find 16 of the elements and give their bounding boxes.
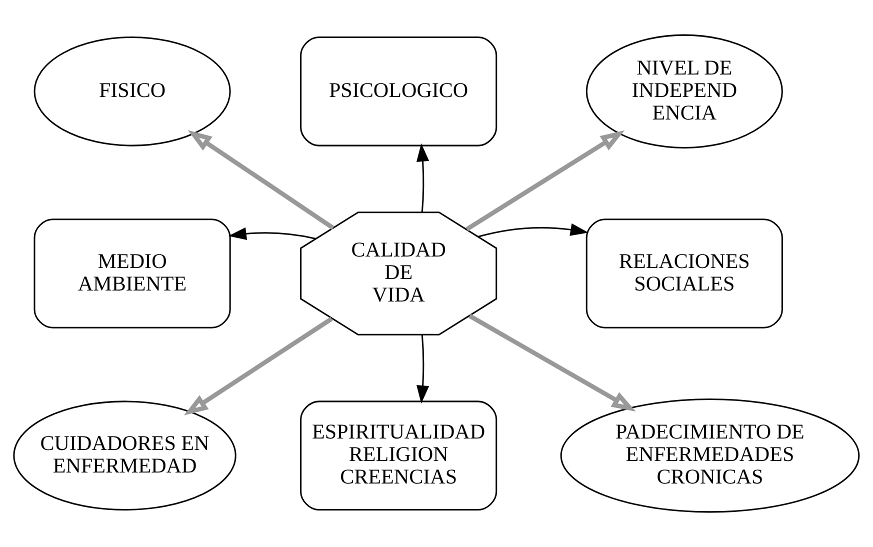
node-ellipse: PADECIMIENTO DE ENFERMEDADES CRONICAS — [560, 398, 860, 513]
node-box: MEDIO AMBIENTE — [34, 218, 231, 328]
node-ellipse: FISICO — [34, 36, 231, 146]
arrow — [228, 227, 316, 240]
arrow — [416, 143, 430, 212]
arrow — [416, 334, 430, 404]
arrow — [478, 223, 588, 238]
node-box: RELACIONES SOCIALES — [586, 218, 783, 328]
arrow — [184, 316, 333, 416]
arrow — [468, 314, 636, 412]
node-box: ESPIRITUALIDAD RELIGION CREENCIAS — [300, 400, 498, 510]
node-ellipse: CUIDADORES EN ENFERMEDAD — [13, 400, 236, 510]
node-ellipse: NIVEL DE INDEPEND ENCIA — [586, 34, 783, 148]
arrow — [466, 130, 625, 232]
arrow — [188, 130, 334, 230]
node-box: PSICOLOGICO — [300, 36, 498, 146]
